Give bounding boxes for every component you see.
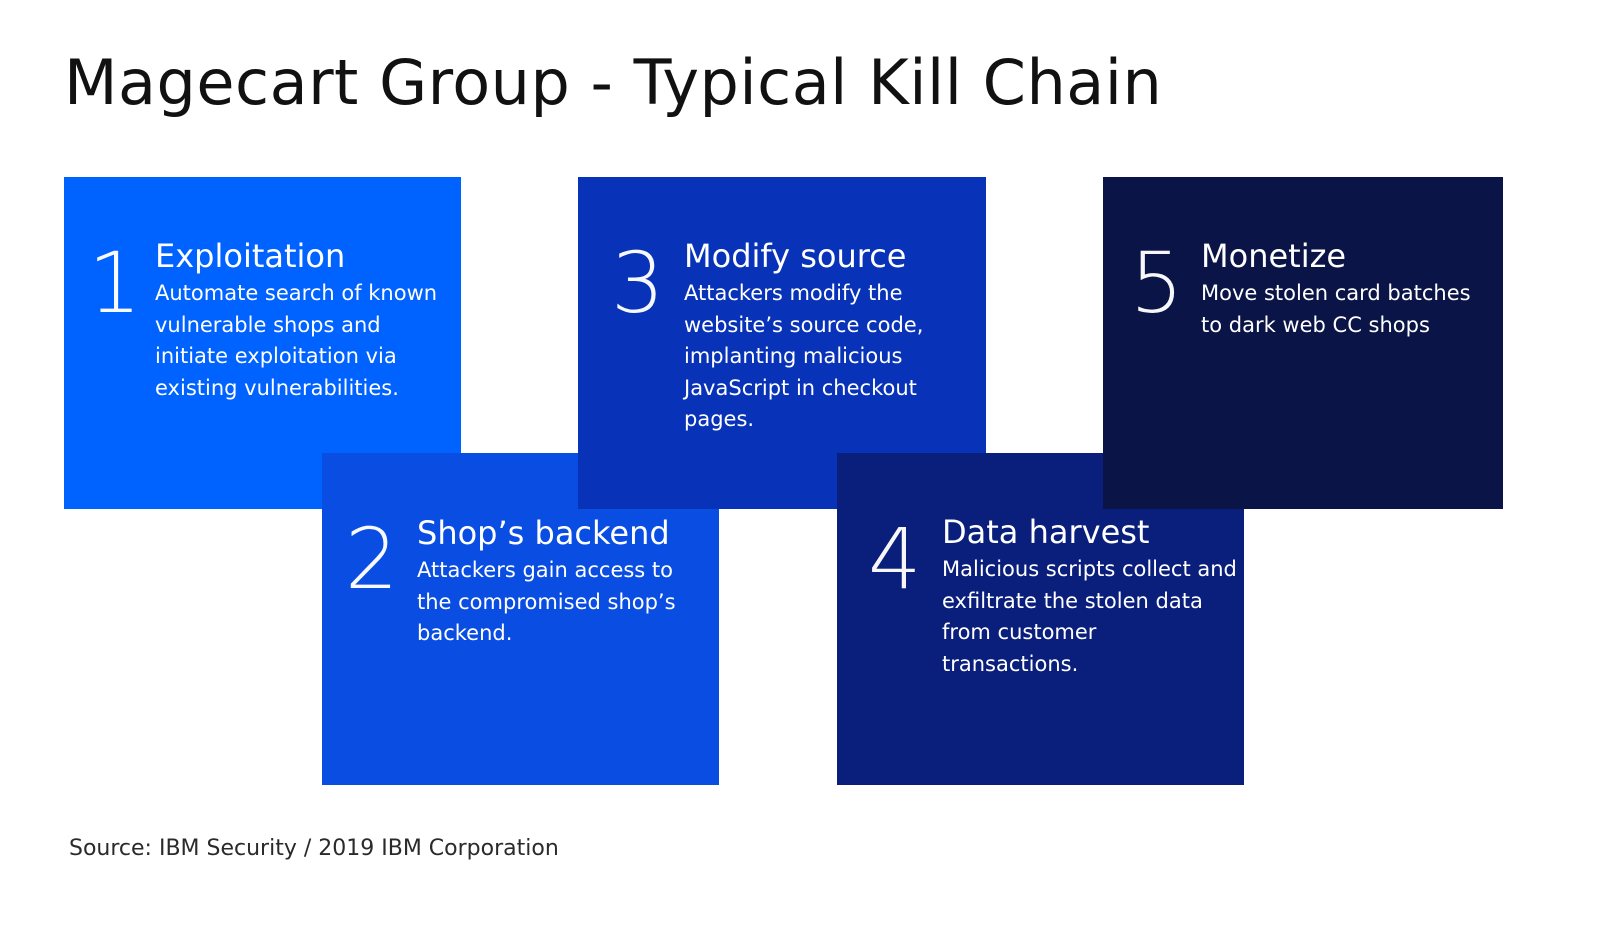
step-description: Malicious scripts collect and exfiltrate… <box>942 557 1237 676</box>
step-number: 2 <box>345 510 399 608</box>
step-number: 4 <box>868 510 922 608</box>
step-description: Attackers gain access to the compromised… <box>417 558 676 645</box>
page-title: Magecart Group - Typical Kill Chain <box>64 46 1163 119</box>
step-card-data-harvest: 4 Data harvest Malicious scripts collect… <box>837 453 1244 785</box>
step-description: Move stolen card batches to dark web CC … <box>1201 281 1471 337</box>
step-title: Modify source <box>684 237 907 275</box>
step-title: Exploitation <box>155 237 346 275</box>
step-title: Data harvest <box>942 513 1150 551</box>
step-number: 5 <box>1130 234 1184 332</box>
source-caption: Source: IBM Security / 2019 IBM Corporat… <box>69 836 559 861</box>
step-number: 1 <box>88 234 142 332</box>
step-description: Automate search of known vulnerable shop… <box>155 281 438 400</box>
step-title: Monetize <box>1201 237 1347 275</box>
step-card-modify-source: 3 Modify source Attackers modify the web… <box>578 177 986 509</box>
step-description: Attackers modify the website’s source co… <box>684 281 924 431</box>
step-title: Shop’s backend <box>417 514 670 552</box>
step-card-exploitation: 1 Exploitation Automate search of known … <box>64 177 461 509</box>
step-number: 3 <box>611 234 665 332</box>
step-card-monetize: 5 Monetize Move stolen card batches to d… <box>1103 177 1503 509</box>
